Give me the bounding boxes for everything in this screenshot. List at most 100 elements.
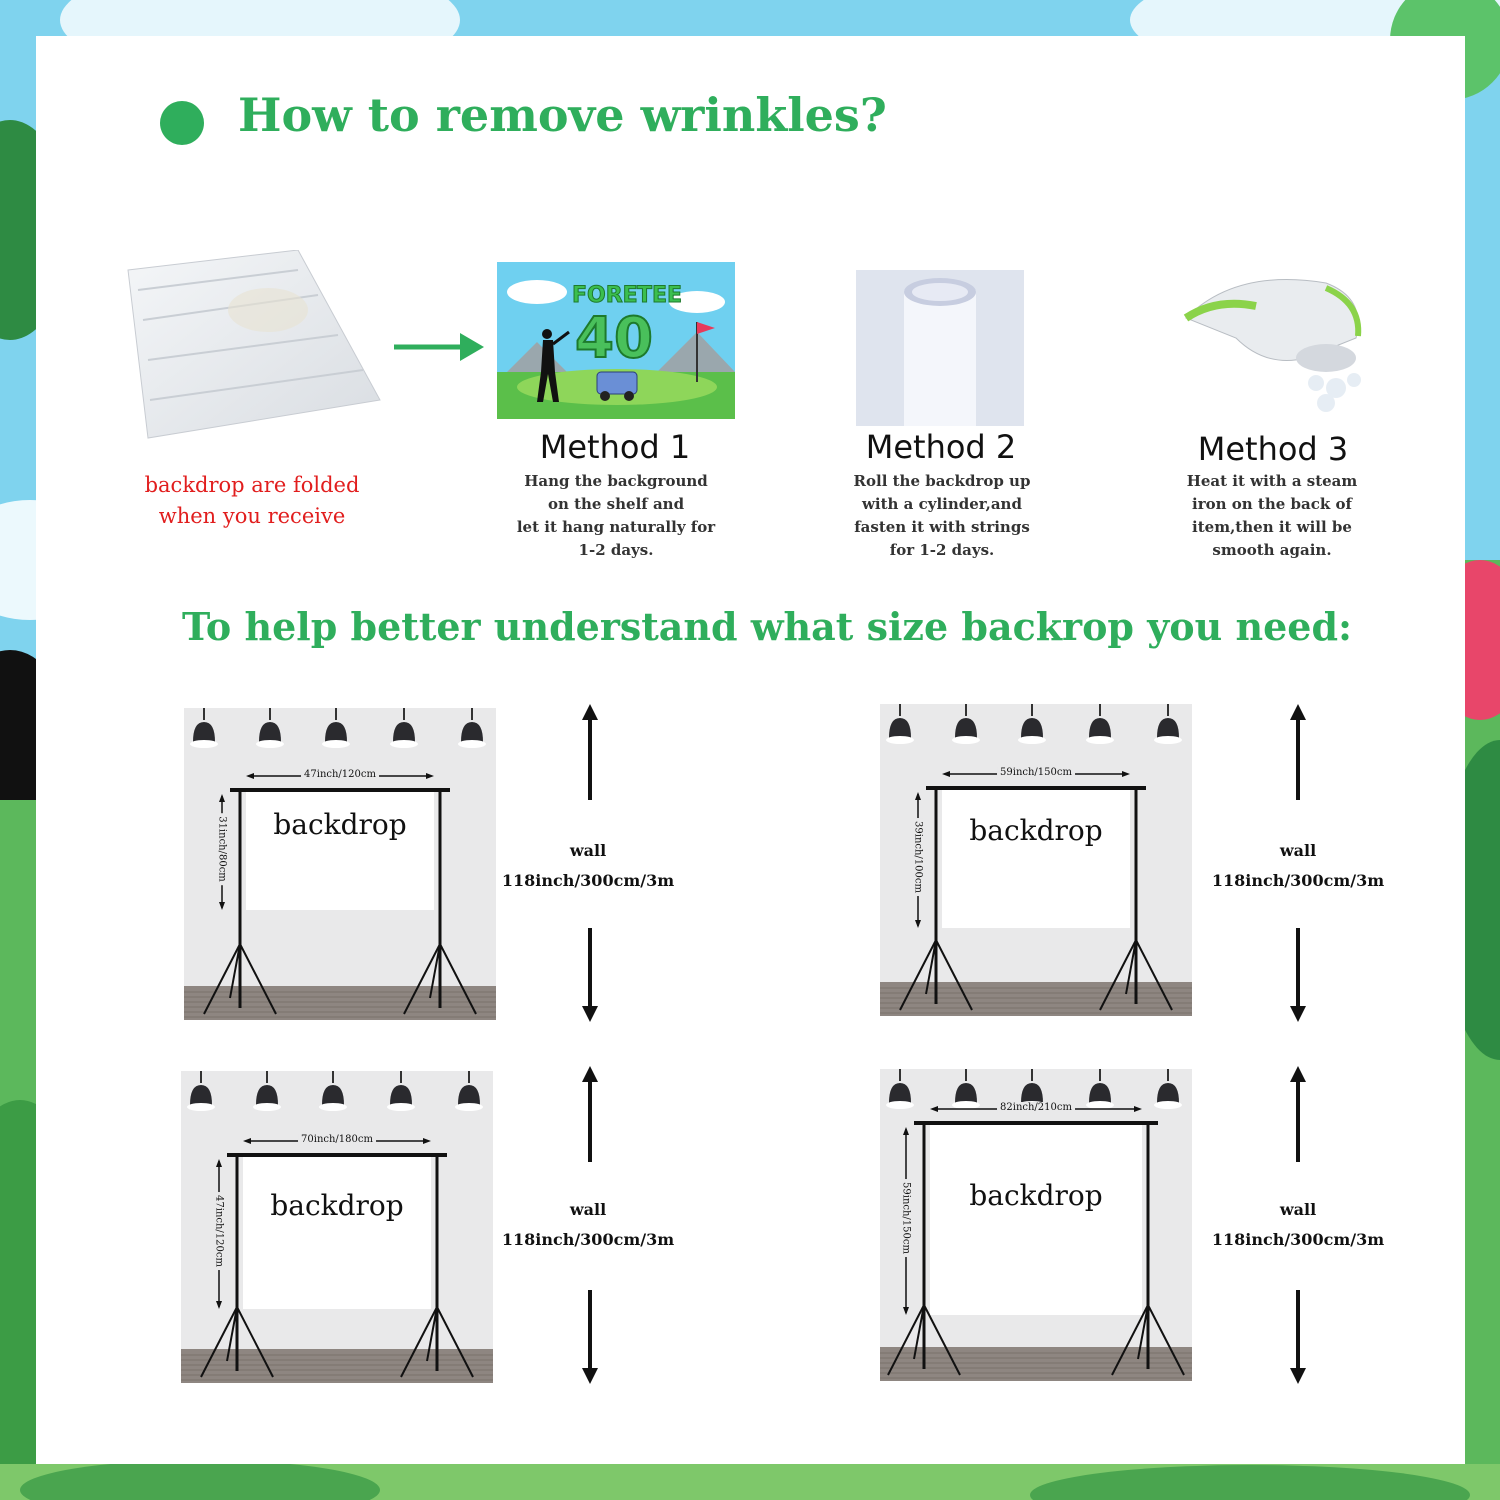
floor: [880, 1347, 1192, 1381]
wall-text: wall: [1279, 841, 1317, 860]
method-2-line: fasten it with strings: [854, 518, 1030, 536]
method-3-line: Heat it with a steam: [1186, 472, 1358, 490]
method-1-line: Hang the background: [524, 472, 708, 490]
method-1-line: let it hang naturally for: [516, 518, 716, 536]
method-3-line: smooth again.: [1212, 541, 1332, 559]
wall-label-1: wall 118inch/300cm/3m: [488, 836, 688, 896]
folded-backdrop-image: [127, 250, 381, 439]
wall-size-text: 118inch/300cm/3m: [1211, 1230, 1385, 1249]
wall-label-4: wall 118inch/300cm/3m: [1198, 1195, 1398, 1255]
wall-size-text: 118inch/300cm/3m: [501, 871, 675, 890]
backdrop-sheet: [942, 790, 1130, 928]
method-3-line: item,then it will be: [1192, 518, 1352, 536]
method-1-line: on the shelf and: [547, 495, 685, 513]
size-scene-1: backdrop 47inch/120cm 31inch/80cm: [184, 708, 496, 1020]
backdrop-sheet: [246, 792, 434, 910]
arrow-right-icon: [394, 333, 484, 361]
method-2-image: [856, 270, 1024, 426]
folded-caption-line: when you receive: [158, 504, 346, 528]
width-dimension-label: 59inch/150cm: [997, 767, 1075, 778]
backdrop-sheet: [930, 1125, 1142, 1315]
wall-arrow-down-icon: [582, 928, 598, 1022]
backdrop-sheet: [243, 1157, 431, 1309]
wall-text: wall: [569, 841, 607, 860]
backdrop-label: backdrop: [273, 808, 407, 841]
wall-arrow-up-icon: [582, 704, 598, 800]
folded-caption-line: backdrop are folded: [144, 473, 360, 497]
wall-size-text: 118inch/300cm/3m: [1211, 871, 1385, 890]
wall-arrow-up-icon: [1290, 1066, 1306, 1162]
width-dimension-label: 70inch/180cm: [298, 1134, 376, 1145]
backdrop-label: backdrop: [270, 1189, 404, 1222]
method-2-description: Roll the backdrop up with a cylinder,and…: [822, 470, 1062, 562]
ceiling-lamp-icon: [253, 1071, 281, 1111]
size-scene-2: backdrop 59inch/150cm 39inch/100cm: [880, 704, 1192, 1016]
scene-drawing: [184, 708, 496, 1020]
ceiling-lamp-icon: [1086, 704, 1114, 744]
wall-label-2: wall 118inch/300cm/3m: [1198, 836, 1398, 896]
wall-size-text: 118inch/300cm/3m: [501, 1230, 675, 1249]
ceiling-lamp-icon: [190, 708, 218, 748]
ceiling-lamp-icon: [1154, 704, 1182, 744]
scene-drawing: [880, 1069, 1192, 1381]
method-3-image: [1176, 258, 1374, 412]
wall-arrow-up-icon: [1290, 704, 1306, 800]
tripod-stand: [1099, 788, 1173, 1011]
height-dimension-label: 39inch/100cm: [912, 818, 924, 896]
ceiling-lamp-icon: [1154, 1069, 1182, 1109]
method-3-line: iron on the back of: [1192, 495, 1352, 513]
ceiling-lamp-icon: [387, 1071, 415, 1111]
tripod-stand: [899, 788, 973, 1011]
backdrop-label: backdrop: [969, 1179, 1103, 1212]
ceiling-lamp-icon: [1086, 1069, 1114, 1109]
method-2-line: for 1-2 days.: [889, 541, 995, 559]
method-1-line: 1-2 days.: [578, 541, 654, 559]
ceiling-lamp-icon: [952, 704, 980, 744]
tripod-stand: [200, 1155, 274, 1378]
ceiling-lamp-icon: [458, 708, 486, 748]
method-1-image: FORE TEE 40: [497, 262, 735, 419]
ceiling-lamp-icon: [319, 1071, 347, 1111]
method-2-heading: Method 2: [865, 428, 1017, 466]
ceiling-lamp-icon: [455, 1071, 483, 1111]
preview-number-text: 40: [575, 306, 653, 371]
size-scene-4: backdrop 82inch/210cm 59inch/150cm: [880, 1069, 1192, 1381]
method-2-line: Roll the backdrop up: [853, 472, 1031, 490]
backdrop-label: backdrop: [969, 814, 1103, 847]
preview-tee-text: TEE: [637, 283, 682, 308]
width-dimension-label: 47inch/120cm: [301, 769, 379, 780]
method-1-description: Hang the background on the shelf and let…: [496, 470, 736, 562]
page-title: How to remove wrinkles?: [238, 88, 887, 142]
ceiling-lamp-icon: [256, 708, 284, 748]
height-dimension-label: 47inch/120cm: [213, 1192, 225, 1270]
tripod-stand: [403, 790, 477, 1015]
ceiling-lamp-icon: [886, 704, 914, 744]
tripod-stand: [887, 1123, 961, 1376]
size-guide-subtitle: To help better understand what size back…: [182, 604, 1353, 649]
preview-fore-text: FORE: [572, 283, 638, 308]
golfer-silhouette: [537, 329, 570, 402]
width-dimension-label: 82inch/210cm: [997, 1102, 1075, 1113]
wall-arrow-down-icon: [582, 1290, 598, 1384]
wall-arrow-up-icon: [582, 1066, 598, 1162]
ceiling-lamp-icon: [886, 1069, 914, 1109]
wall-text: wall: [569, 1200, 607, 1219]
ceiling-lamp-icon: [1018, 704, 1046, 744]
tripod-stand: [203, 790, 277, 1015]
scene-drawing: [181, 1071, 493, 1383]
height-dimension-label: 59inch/150cm: [900, 1179, 912, 1257]
wall-text: wall: [1279, 1200, 1317, 1219]
height-dimension-label: 31inch/80cm: [216, 813, 228, 885]
tripod-stand: [1111, 1123, 1185, 1376]
method-1-heading: Method 1: [539, 428, 691, 466]
ceiling-lamp-icon: [390, 708, 418, 748]
tripod-stand: [400, 1155, 474, 1378]
scene-drawing: [880, 704, 1192, 1016]
method-3-heading: Method 3: [1197, 430, 1349, 468]
size-scene-3: backdrop 70inch/180cm 47inch/120cm: [181, 1071, 493, 1383]
wall-arrow-down-icon: [1290, 1290, 1306, 1384]
ceiling-lamp-icon: [187, 1071, 215, 1111]
method-2-line: with a cylinder,and: [862, 495, 1022, 513]
wall-label-3: wall 118inch/300cm/3m: [488, 1195, 688, 1255]
method-3-description: Heat it with a steam iron on the back of…: [1152, 470, 1392, 562]
